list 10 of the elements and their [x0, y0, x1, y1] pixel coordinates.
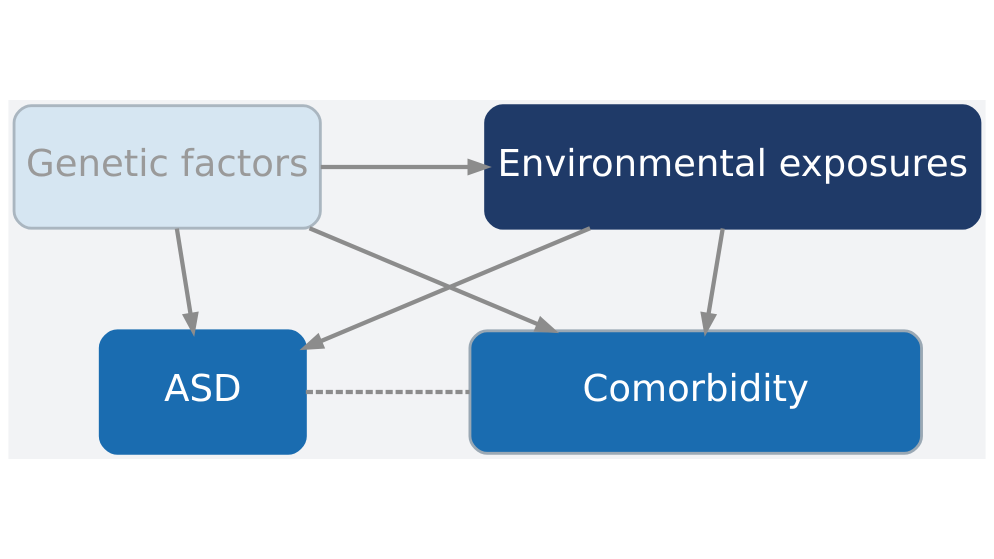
arrow	[174, 228, 199, 337]
node-box: Comorbidity	[468, 329, 923, 455]
node-box: Environmental exposures	[484, 104, 982, 230]
arrow	[320, 158, 492, 176]
arrow	[299, 226, 591, 350]
node-box: ASD	[98, 329, 307, 455]
arrow	[700, 228, 725, 337]
connector	[306, 390, 470, 394]
arrow	[308, 226, 560, 334]
node-box: Genetic factors	[12, 104, 322, 230]
